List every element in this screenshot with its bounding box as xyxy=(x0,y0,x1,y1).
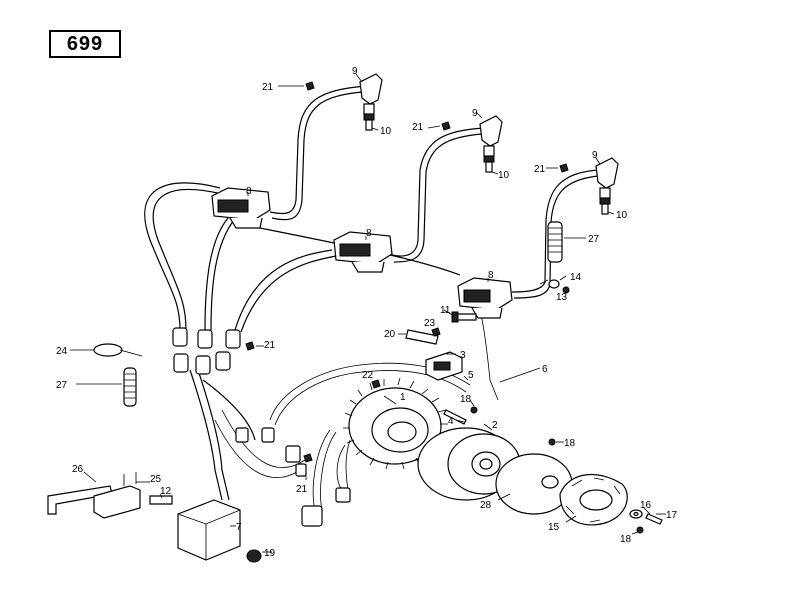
callout-18: 18 xyxy=(620,534,632,545)
ignition-coil-1 xyxy=(211,187,271,229)
bolt-4 xyxy=(443,409,467,425)
nut-18-a xyxy=(470,406,478,414)
spark-plug-cap-1 xyxy=(359,73,383,131)
bolt-17 xyxy=(645,513,663,525)
callout-10: 10 xyxy=(616,210,628,221)
callout-11: 11 xyxy=(440,305,451,316)
nut-13-14 xyxy=(548,279,570,294)
harness-main xyxy=(189,309,499,511)
washer-16 xyxy=(629,509,643,519)
callout-21: 21 xyxy=(262,82,274,93)
callout-6: 6 xyxy=(542,364,548,375)
callout-14: 14 xyxy=(570,272,582,283)
callout-16: 16 xyxy=(640,500,652,511)
coil-to-harness-wires xyxy=(144,182,461,333)
callout-9: 9 xyxy=(472,108,478,119)
callout-21: 21 xyxy=(264,340,276,351)
callout-10: 10 xyxy=(380,126,392,137)
callout-4: 4 xyxy=(448,416,454,427)
callout-27: 27 xyxy=(56,380,68,391)
protective-sleeve-right xyxy=(547,221,563,263)
callout-9: 9 xyxy=(352,66,358,77)
callout-1: 1 xyxy=(400,392,406,403)
starter-cup xyxy=(559,473,628,526)
callout-7: 7 xyxy=(236,522,242,533)
callout-24: 24 xyxy=(56,346,68,357)
callout-21: 21 xyxy=(534,164,546,175)
screws-21 xyxy=(245,81,569,463)
screw-22-23 xyxy=(371,327,441,389)
callout-19: 19 xyxy=(264,548,276,559)
stator xyxy=(343,377,448,470)
callout-18: 18 xyxy=(460,394,472,405)
page-number-box: 699 xyxy=(49,30,121,58)
callout-20: 20 xyxy=(384,329,396,340)
callout-9: 9 xyxy=(592,150,598,161)
harness-connectors xyxy=(172,327,351,527)
nut-18-b xyxy=(548,438,556,446)
ignition-coil-2 xyxy=(333,231,393,273)
voltage-regulator xyxy=(93,485,141,519)
callout-3: 3 xyxy=(460,350,466,361)
callout-8: 8 xyxy=(366,228,372,239)
callout-labels: 21 9 10 21 9 10 21 9 10 8 8 8 27 14 13 1… xyxy=(56,66,678,559)
spark-plug-cap-2 xyxy=(479,115,503,173)
trigger-coil xyxy=(425,351,463,381)
ignition-coil-3 xyxy=(457,277,513,319)
callout-18: 18 xyxy=(564,438,576,449)
callout-17: 17 xyxy=(666,510,678,521)
callout-26: 26 xyxy=(72,464,84,475)
pin-20 xyxy=(405,329,439,345)
cdi-module xyxy=(177,499,241,561)
page-number: 699 xyxy=(66,32,104,55)
callout-21: 21 xyxy=(412,122,424,133)
callout-5: 5 xyxy=(468,370,474,381)
callout-25: 25 xyxy=(150,474,162,485)
nut-19 xyxy=(246,549,262,563)
callout-2: 2 xyxy=(492,420,498,431)
nut-18-c xyxy=(636,526,644,534)
leader-lines xyxy=(70,73,666,553)
callout-21: 21 xyxy=(296,484,308,495)
callout-8: 8 xyxy=(488,270,494,281)
spacer xyxy=(149,495,173,505)
callout-28: 28 xyxy=(480,500,492,511)
bolt-11 xyxy=(451,311,477,323)
callout-13: 13 xyxy=(556,292,568,303)
callout-8: 8 xyxy=(246,186,252,197)
sprocket-plate xyxy=(495,453,573,515)
callout-22: 22 xyxy=(362,370,374,381)
callout-10: 10 xyxy=(498,170,510,181)
callout-27: 27 xyxy=(588,234,600,245)
spark-plug-cap-3 xyxy=(595,157,619,215)
callout-15: 15 xyxy=(548,522,560,533)
protective-sleeve-left xyxy=(123,367,137,407)
cable-tie xyxy=(93,343,143,357)
callout-12: 12 xyxy=(160,486,172,497)
callout-23: 23 xyxy=(424,318,436,329)
